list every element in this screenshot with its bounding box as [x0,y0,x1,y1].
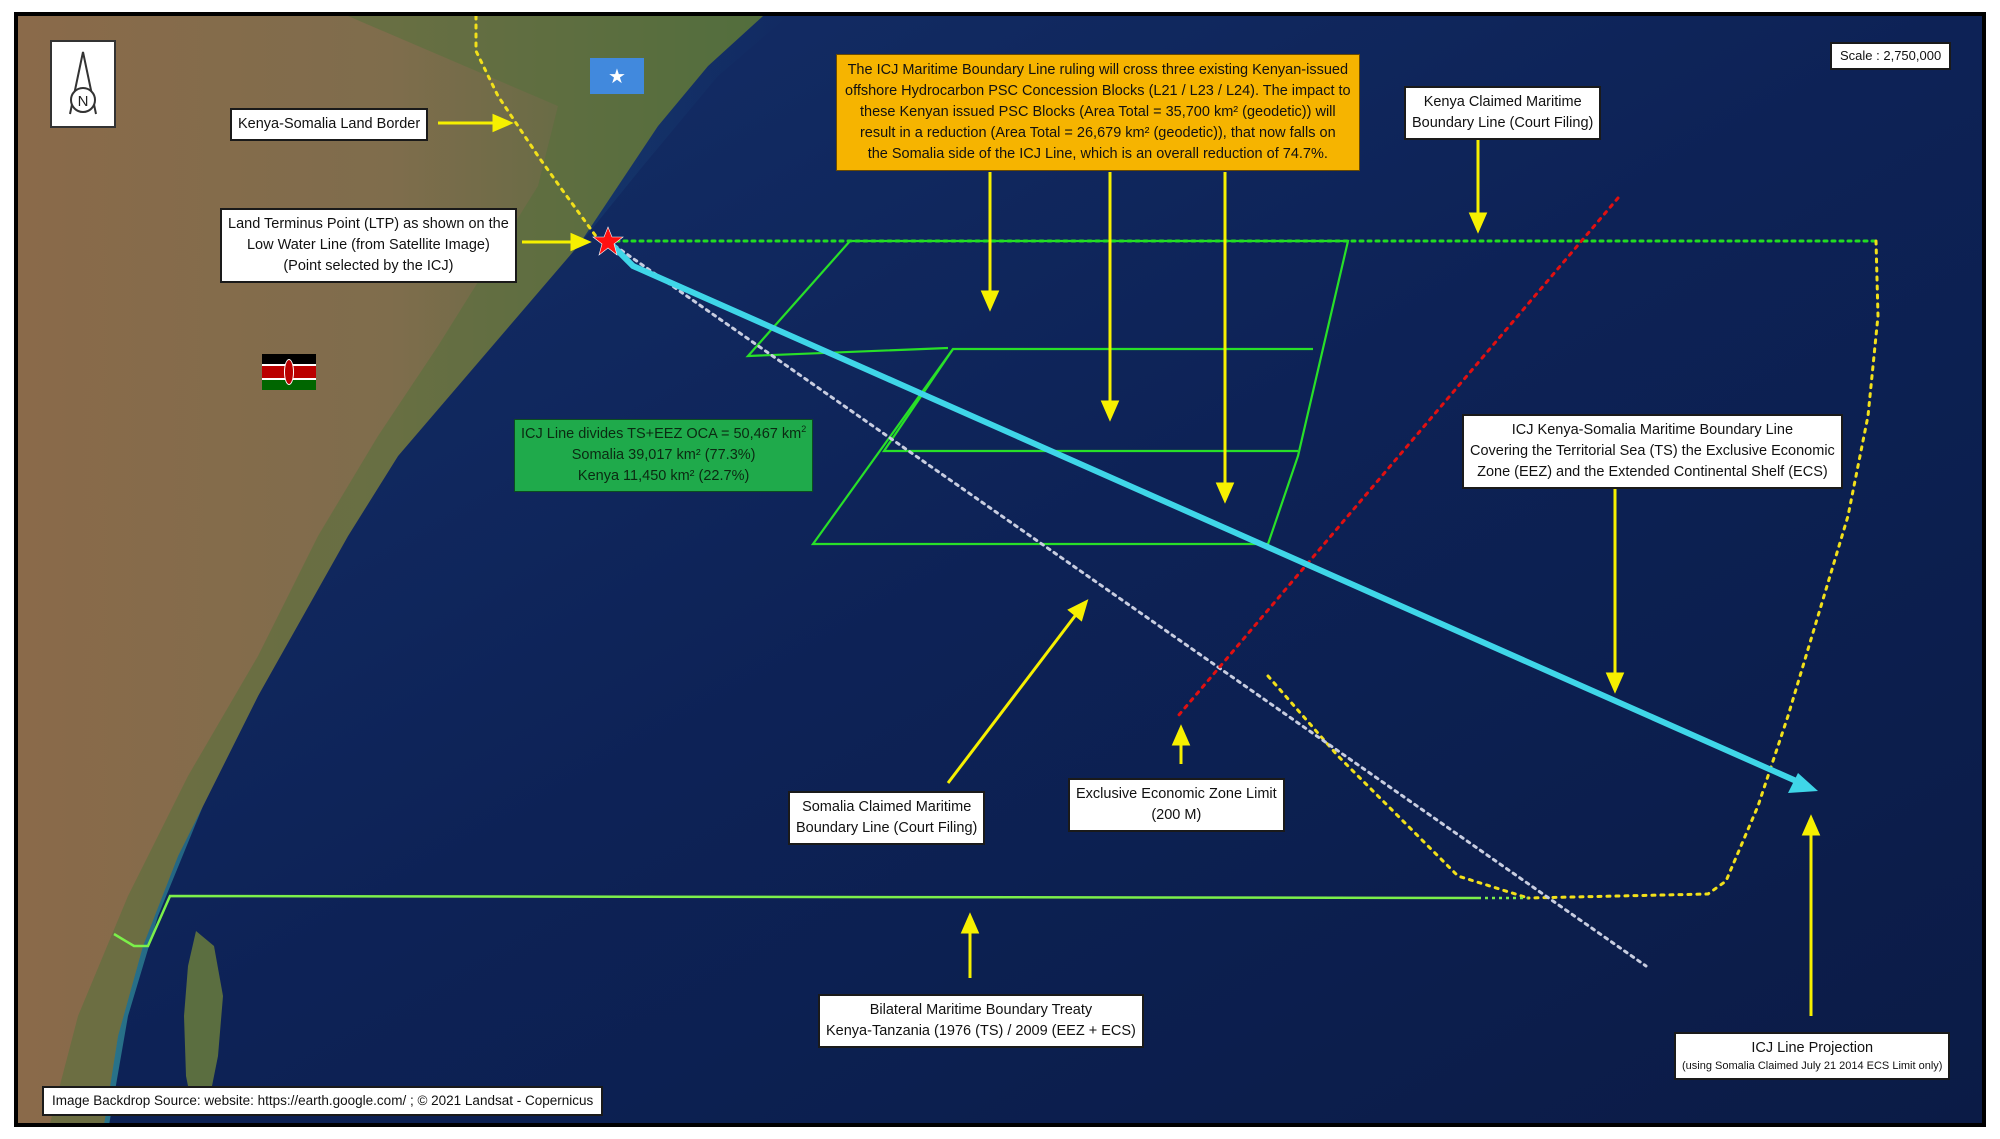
arrow-ltp-head [570,232,592,252]
icj-projection-label: ICJ Line Projection (using Somalia Claim… [1674,1032,1951,1080]
arrow-treaty-head [960,912,980,934]
map-frame: N ★ Scale : 2,750,000 Kenya-Somalia Land… [14,12,1986,1127]
land-border-label: Kenya-Somalia Land Border [230,108,429,141]
arrow-projection-head [1801,814,1821,836]
island [184,931,223,1116]
land-mass [18,16,763,1123]
scale-label: Scale : 2,750,000 [1830,42,1952,70]
icj-line-arrowhead [1788,773,1818,793]
arrow-psc-2-head [1100,400,1120,422]
arrow-kenya-claim-head [1468,212,1488,234]
north-arrow-icon: N [50,40,116,128]
psc-block-l23 [881,348,1298,453]
psc-block-l21 [745,240,949,358]
land-vegetation [50,16,763,1123]
land-border-line [474,16,600,241]
eez-limit-label: Exclusive Economic Zone Limit (200 M) [1068,778,1285,832]
arrow-psc-1-head [980,290,1000,312]
ltp-label: Land Terminus Point (LTP) as shown on th… [220,208,517,283]
somalia-claim-label: Somalia Claimed Maritime Boundary Line (… [788,791,986,845]
arrow-land-border-head [492,113,514,133]
somalia-flag-icon: ★ [590,58,644,94]
arrow-somalia-claim [946,611,1080,784]
arrow-icj-line-head [1605,672,1625,694]
treaty-line [113,894,1479,948]
kenya-claim-label: Kenya Claimed Maritime Boundary Line (Co… [1404,86,1602,140]
somalia-claim-line [606,239,1648,968]
arrow-somalia-claim-head [1067,599,1089,622]
treaty-label: Bilateral Maritime Boundary Treaty Kenya… [818,994,1144,1048]
oca-division-note: ICJ Line divides TS+EEZ OCA = 50,467 km2… [514,419,814,492]
icj-line-label: ICJ Kenya-Somalia Maritime Boundary Line… [1462,414,1843,489]
arrow-eez-head [1171,724,1191,746]
source-label: Image Backdrop Source: website: https://… [42,1086,604,1116]
star-icon [592,226,624,256]
north-letter: N [78,93,89,110]
eez-limit-line [1176,196,1620,718]
map-canvas [18,16,1982,1123]
callout-arrows [438,113,1821,1016]
kenya-flag-icon [262,354,316,390]
psc-impact-note: The ICJ Maritime Boundary Line ruling wi… [836,54,1360,171]
icj-boundary-line [605,238,1806,787]
arrow-psc-3-head [1215,482,1235,504]
ecs-limit-southwest [1266,674,1530,900]
ecs-limit-line [1526,239,1880,900]
